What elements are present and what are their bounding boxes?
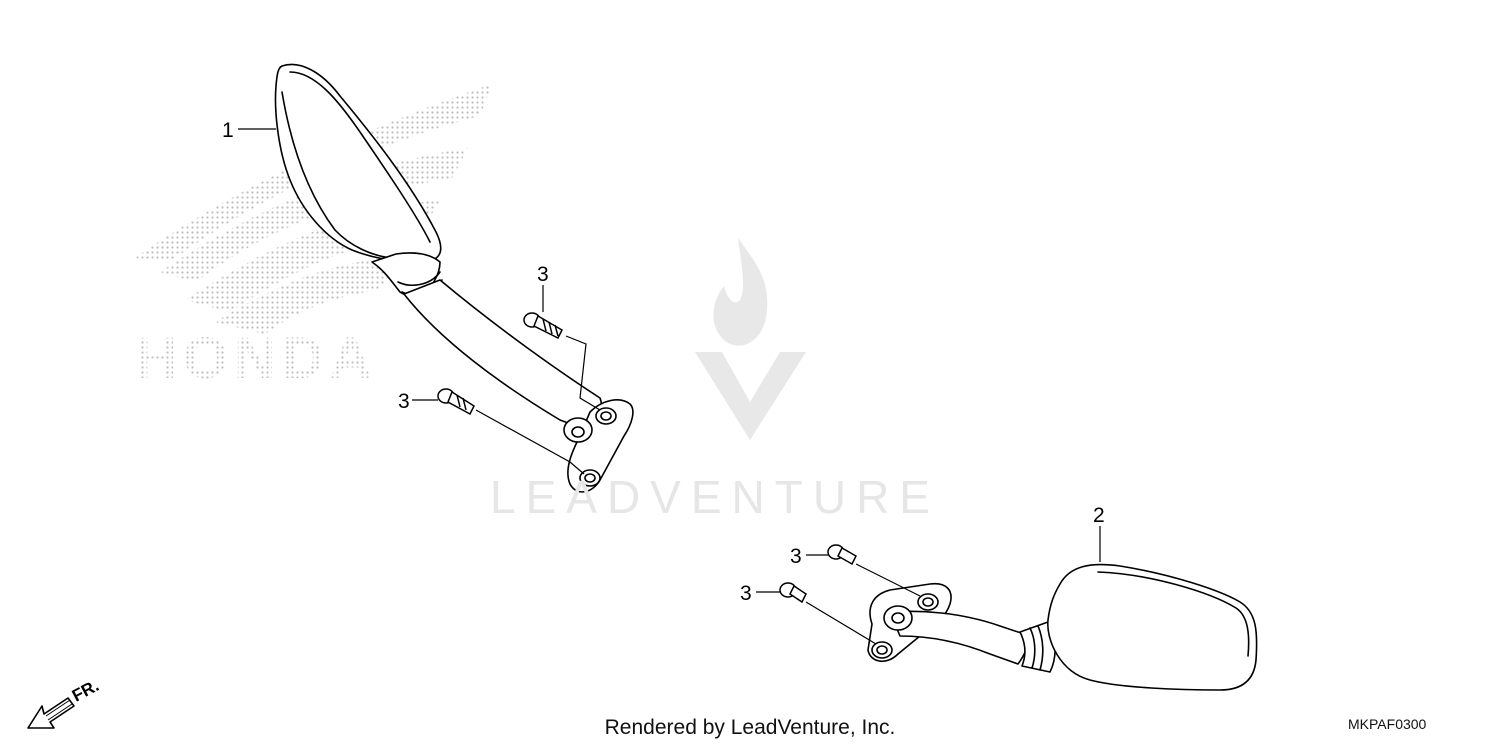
bolt-upper-left: [523, 312, 563, 340]
callout-3-upper-left: 3: [537, 263, 549, 286]
bolt-lower-left: [437, 388, 475, 416]
mirror-left-assembly: [274, 63, 634, 493]
diagram-code: MKPAF0300: [1348, 716, 1427, 732]
mirror-right-assembly: [867, 563, 1258, 691]
mirror-left-stem: [403, 279, 603, 433]
callout-3-lower-right: 3: [740, 582, 752, 605]
bolt-lower-right: [779, 582, 807, 604]
watermark-text: LEADVENTURE: [490, 471, 940, 523]
honda-logo-text: HONDA: [135, 326, 378, 391]
credit-text: Rendered by LeadVenture, Inc.: [604, 716, 896, 739]
callout-3-upper-right: 3: [790, 545, 802, 568]
bolt-upper-right: [827, 544, 857, 566]
leadventure-watermark-logo: [695, 238, 806, 440]
callouts: [238, 128, 1101, 593]
leader-lines-left: [475, 335, 601, 475]
mirror-right-housing: [1047, 563, 1258, 691]
front-direction-arrow-icon: [27, 697, 75, 729]
callout-2: 2: [1093, 504, 1105, 527]
callout-1: 1: [222, 119, 234, 142]
front-direction-label: FR.: [69, 676, 102, 706]
leader-lines-right: [805, 563, 921, 645]
callout-3-lower-left: 3: [398, 390, 410, 413]
